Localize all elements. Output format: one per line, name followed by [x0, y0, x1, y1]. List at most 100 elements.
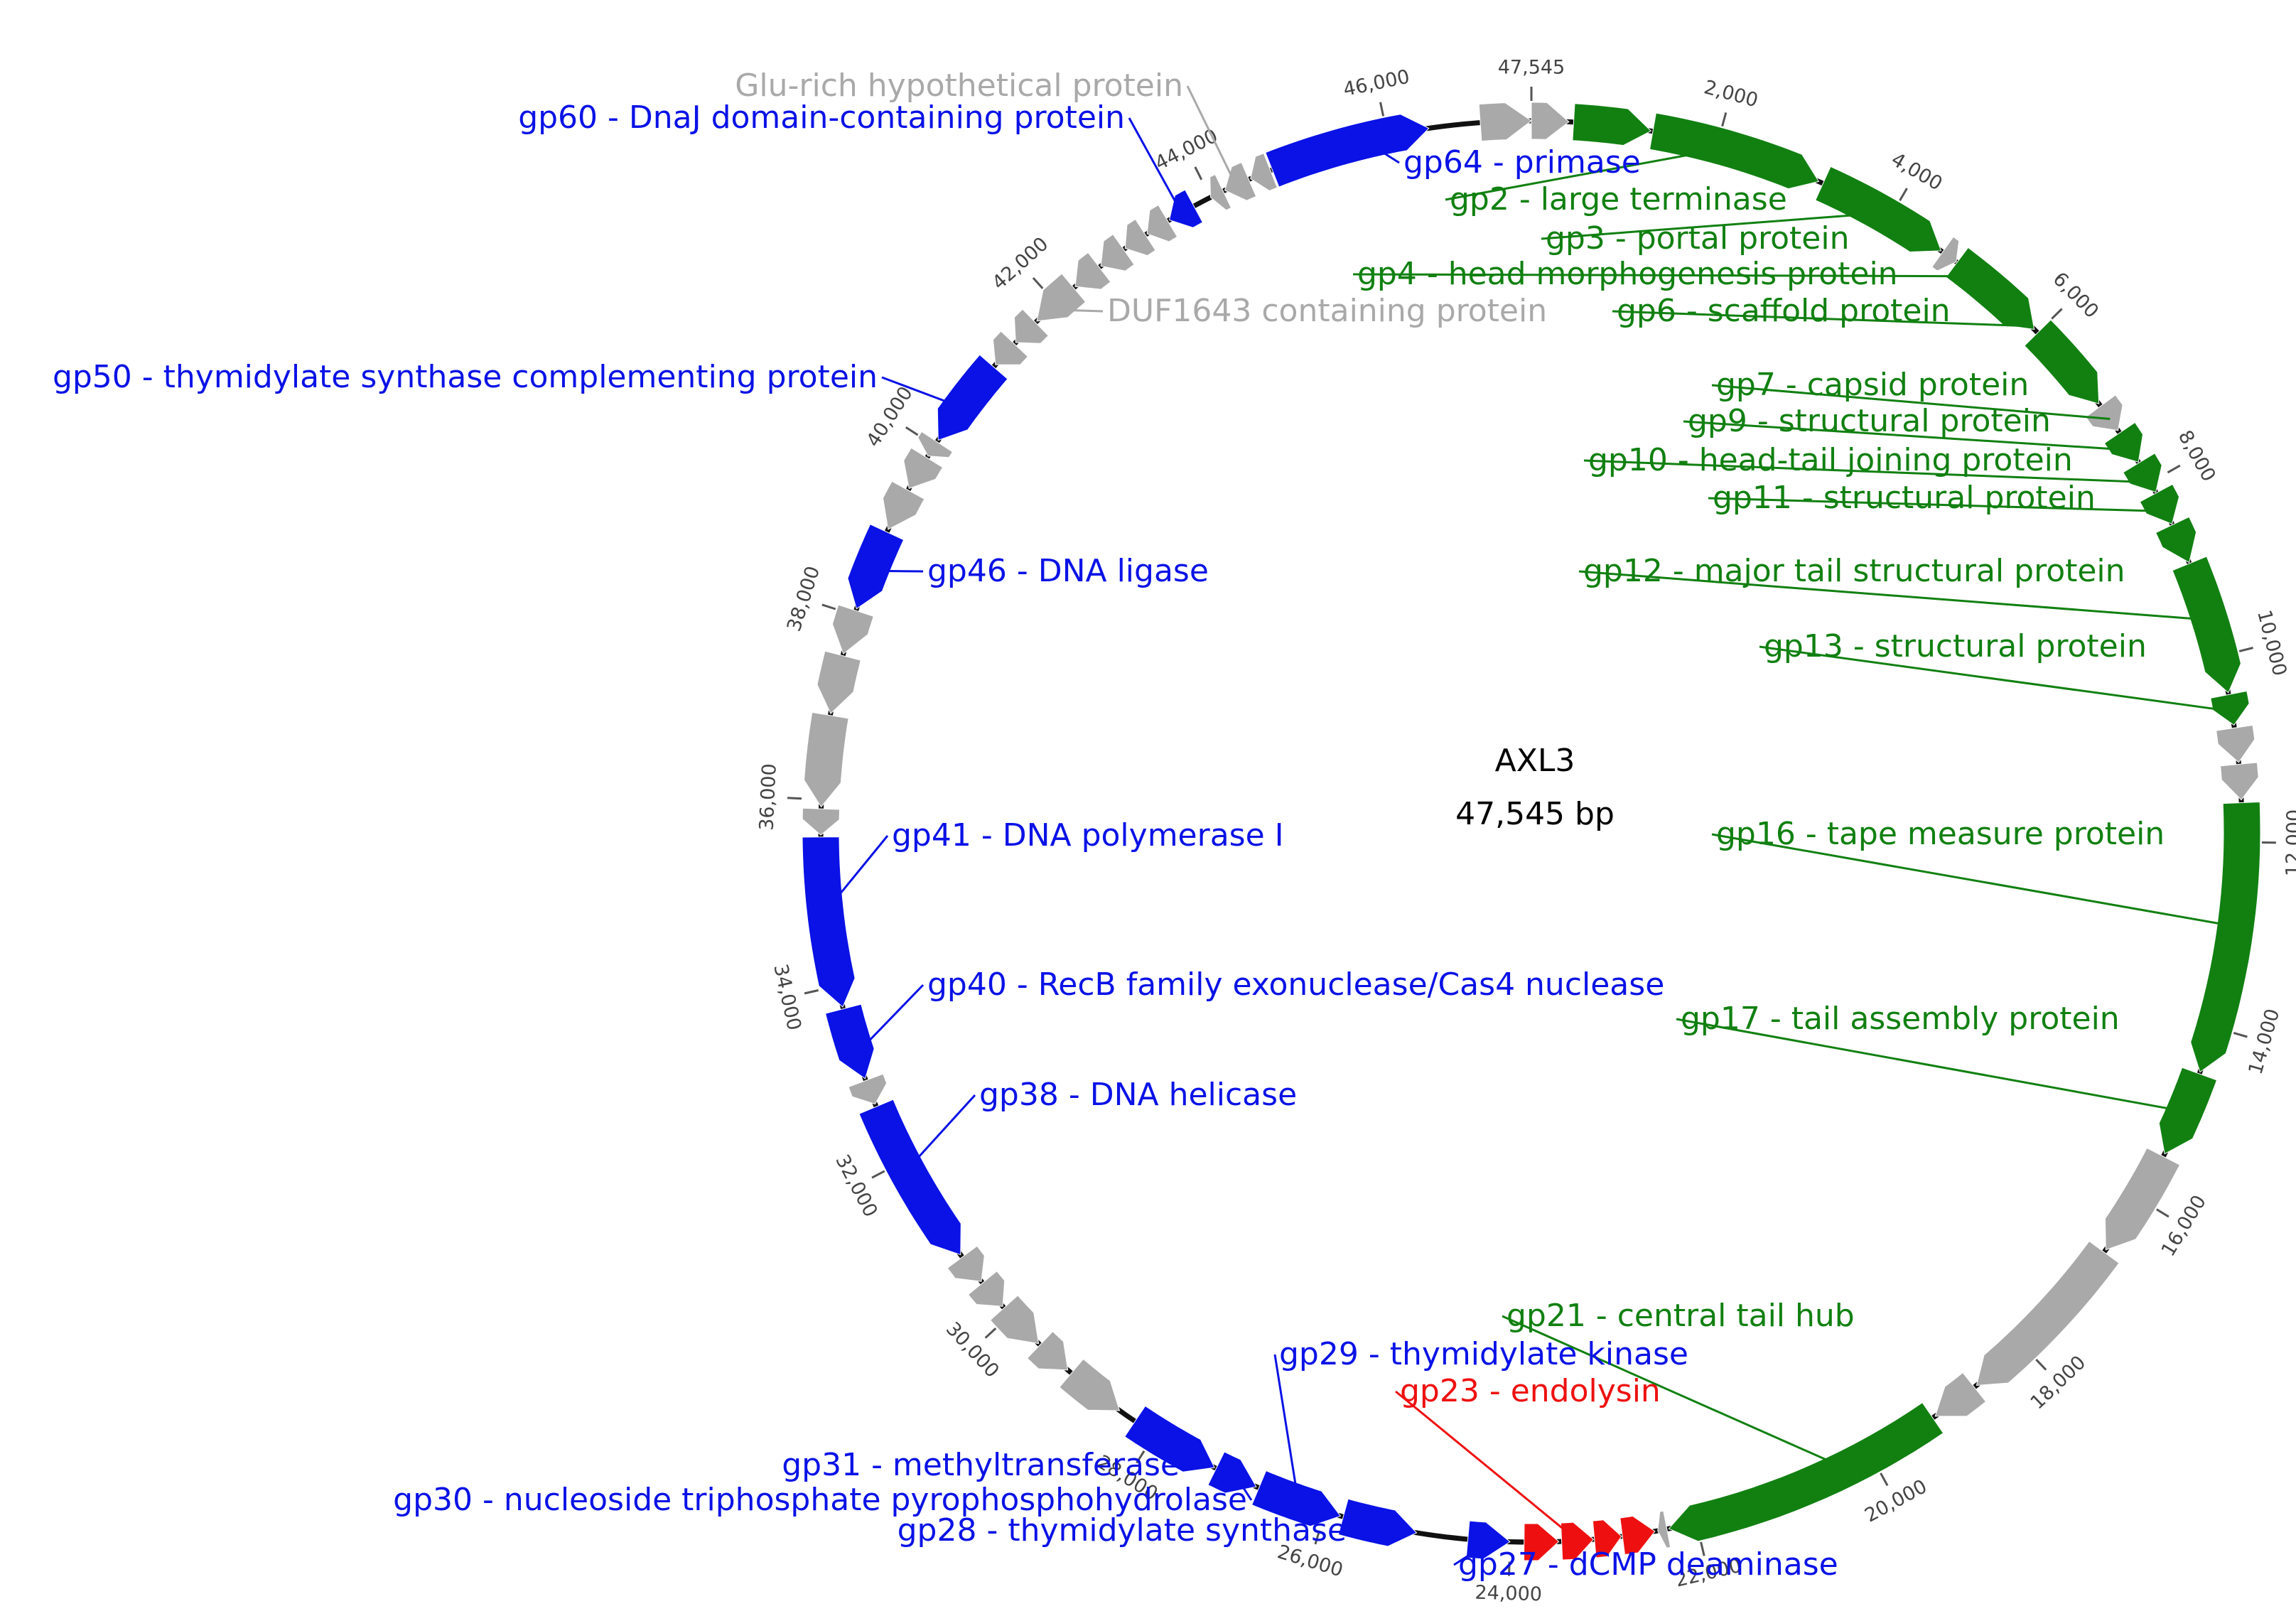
- gene-arrow: [2158, 1067, 2218, 1155]
- label-leader-line: [1236, 1477, 1253, 1501]
- tick-mark: [2035, 1359, 2047, 1371]
- tick-label: 16,000: [2157, 1192, 2211, 1261]
- gene-label: gp29 - thymidylate kinase: [1279, 1336, 1688, 1372]
- gene-arrow: [2103, 421, 2144, 463]
- gene-arrow: [1013, 308, 1050, 344]
- label-leader-line: [1352, 273, 1976, 278]
- gene-label: gp9 - structural protein: [1688, 403, 2051, 439]
- tick-mark: [821, 603, 836, 610]
- gene-label: Glu-rich hypothetical protein: [735, 68, 1183, 104]
- gene-arrows: [802, 102, 2261, 1561]
- tick-label: 30,000: [942, 1318, 1003, 1382]
- gene-arrow: [967, 1270, 1006, 1307]
- gene-arrow: [831, 604, 874, 655]
- tick-mark: [2156, 1208, 2170, 1218]
- gene-arrow: [1572, 103, 1652, 146]
- label-leader-line: [1711, 384, 2111, 420]
- tick-label: 46,000: [1342, 66, 1412, 102]
- tick-mark: [1721, 112, 1728, 127]
- genome-name: AXL3: [1495, 743, 1575, 779]
- gene-arrow: [1931, 236, 1960, 271]
- gene-arrow: [937, 354, 1008, 441]
- tick-mark: [1194, 166, 1203, 181]
- gene-arrow: [917, 431, 954, 458]
- gene-arrow: [802, 807, 840, 836]
- tick-label: 4,000: [1887, 149, 1946, 195]
- gene-label: gp50 - thymidylate synthase complementin…: [53, 359, 878, 395]
- gene-arrow: [2139, 483, 2180, 524]
- gene-arrow: [847, 524, 905, 610]
- gene-arrow: [802, 836, 856, 1008]
- tick-label: 10,000: [2253, 608, 2290, 678]
- gene-arrow: [2216, 724, 2255, 763]
- tick-mark: [1136, 1450, 1146, 1464]
- tick-mark: [2233, 1031, 2248, 1038]
- label-leader-line: [1676, 1018, 2185, 1113]
- gene-label: gp31 - methyltransferase: [782, 1447, 1180, 1483]
- tick-mark: [2051, 308, 2063, 320]
- tick-mark: [787, 797, 802, 800]
- gene-label: gp27 - dCMP deaminase: [1458, 1546, 1838, 1583]
- gene-arrow: [2210, 690, 2250, 726]
- gene-arrow: [1945, 247, 2035, 330]
- genome-length: 47,545 bp: [1455, 796, 1615, 832]
- gene-arrow: [816, 650, 861, 714]
- gene-arrow: [1815, 166, 1942, 253]
- tick-label: 42,000: [988, 233, 1052, 294]
- gene-label: gp30 - nucleoside triphosphate pyrophosp…: [393, 1482, 1247, 1518]
- gene-arrow: [1059, 1358, 1121, 1411]
- tick-mark: [2167, 464, 2181, 474]
- gene-arrow: [2172, 556, 2241, 694]
- gene-label: gp4 - head morphogenesis protein: [1357, 256, 1898, 292]
- gene-arrow: [1649, 112, 1820, 190]
- label-leader-line: [1708, 497, 2166, 512]
- gene-arrow: [1251, 1470, 1342, 1527]
- gene-label: DUF1643 containing protein: [1107, 293, 1547, 329]
- tick-label: 47,545: [1498, 57, 1565, 79]
- gene-arrow: [824, 1003, 875, 1079]
- tick-label: 12,000: [2282, 809, 2296, 877]
- gene-arrow: [1026, 1330, 1069, 1371]
- label-leader-line: [1364, 139, 1400, 164]
- label-leader-line: [1612, 310, 2032, 328]
- gene-arrow: [1478, 102, 1532, 142]
- gene-arrow: [1124, 1405, 1215, 1472]
- gene-label: gp11 - structural protein: [1713, 480, 2096, 516]
- tick-label: 18,000: [2027, 1352, 2091, 1414]
- gene-label: gp6 - scaffold protein: [1617, 293, 1951, 329]
- gene-arrow: [947, 1245, 985, 1282]
- genome-info: AXL3 47,545 bp: [1455, 743, 1615, 832]
- gene-arrow: [1265, 114, 1430, 188]
- gene-arrow: [1668, 1402, 1944, 1542]
- tick-label: 38,000: [783, 564, 824, 634]
- label-leader-line: [1273, 1354, 1300, 1503]
- gene-label: gp3 - portal protein: [1546, 220, 1849, 257]
- gene-arrow: [858, 1099, 961, 1256]
- gene-arrow: [1619, 1515, 1656, 1556]
- tick-label: 14,000: [2245, 1006, 2285, 1077]
- gene-label: gp64 - primase: [1403, 144, 1641, 181]
- gene-arrow: [2024, 319, 2100, 404]
- tick-mark: [905, 426, 919, 436]
- label-leader-line: [856, 984, 925, 1055]
- gene-label: gp10 - head-tail joining protein: [1588, 442, 2073, 478]
- gene-arrow: [989, 1295, 1040, 1345]
- gene-arrow: [1250, 153, 1278, 191]
- gene-label: gp28 - thymidylate synthase: [898, 1512, 1347, 1549]
- gene-arrow: [1657, 1510, 1671, 1549]
- label-leader-line: [1583, 459, 2151, 484]
- gene-arrow: [882, 480, 925, 530]
- label-leader-line: [1683, 420, 2131, 451]
- gene-label: gp17 - tail assembly protein: [1681, 1001, 2120, 1037]
- gene-arrow: [1934, 1372, 1987, 1417]
- gene-arrow: [1592, 1519, 1622, 1558]
- tick-label: 36,000: [755, 763, 780, 831]
- gene-arrow: [1168, 189, 1204, 228]
- gene-label: gp60 - DnaJ domain-containing protein: [518, 99, 1125, 136]
- gene-label: gp38 - DNA helicase: [979, 1077, 1297, 1113]
- label-leader-line: [1395, 1390, 1578, 1542]
- tick-mark: [1880, 1472, 1889, 1487]
- label-leader-line: [824, 835, 889, 913]
- gene-arrow: [2190, 801, 2261, 1073]
